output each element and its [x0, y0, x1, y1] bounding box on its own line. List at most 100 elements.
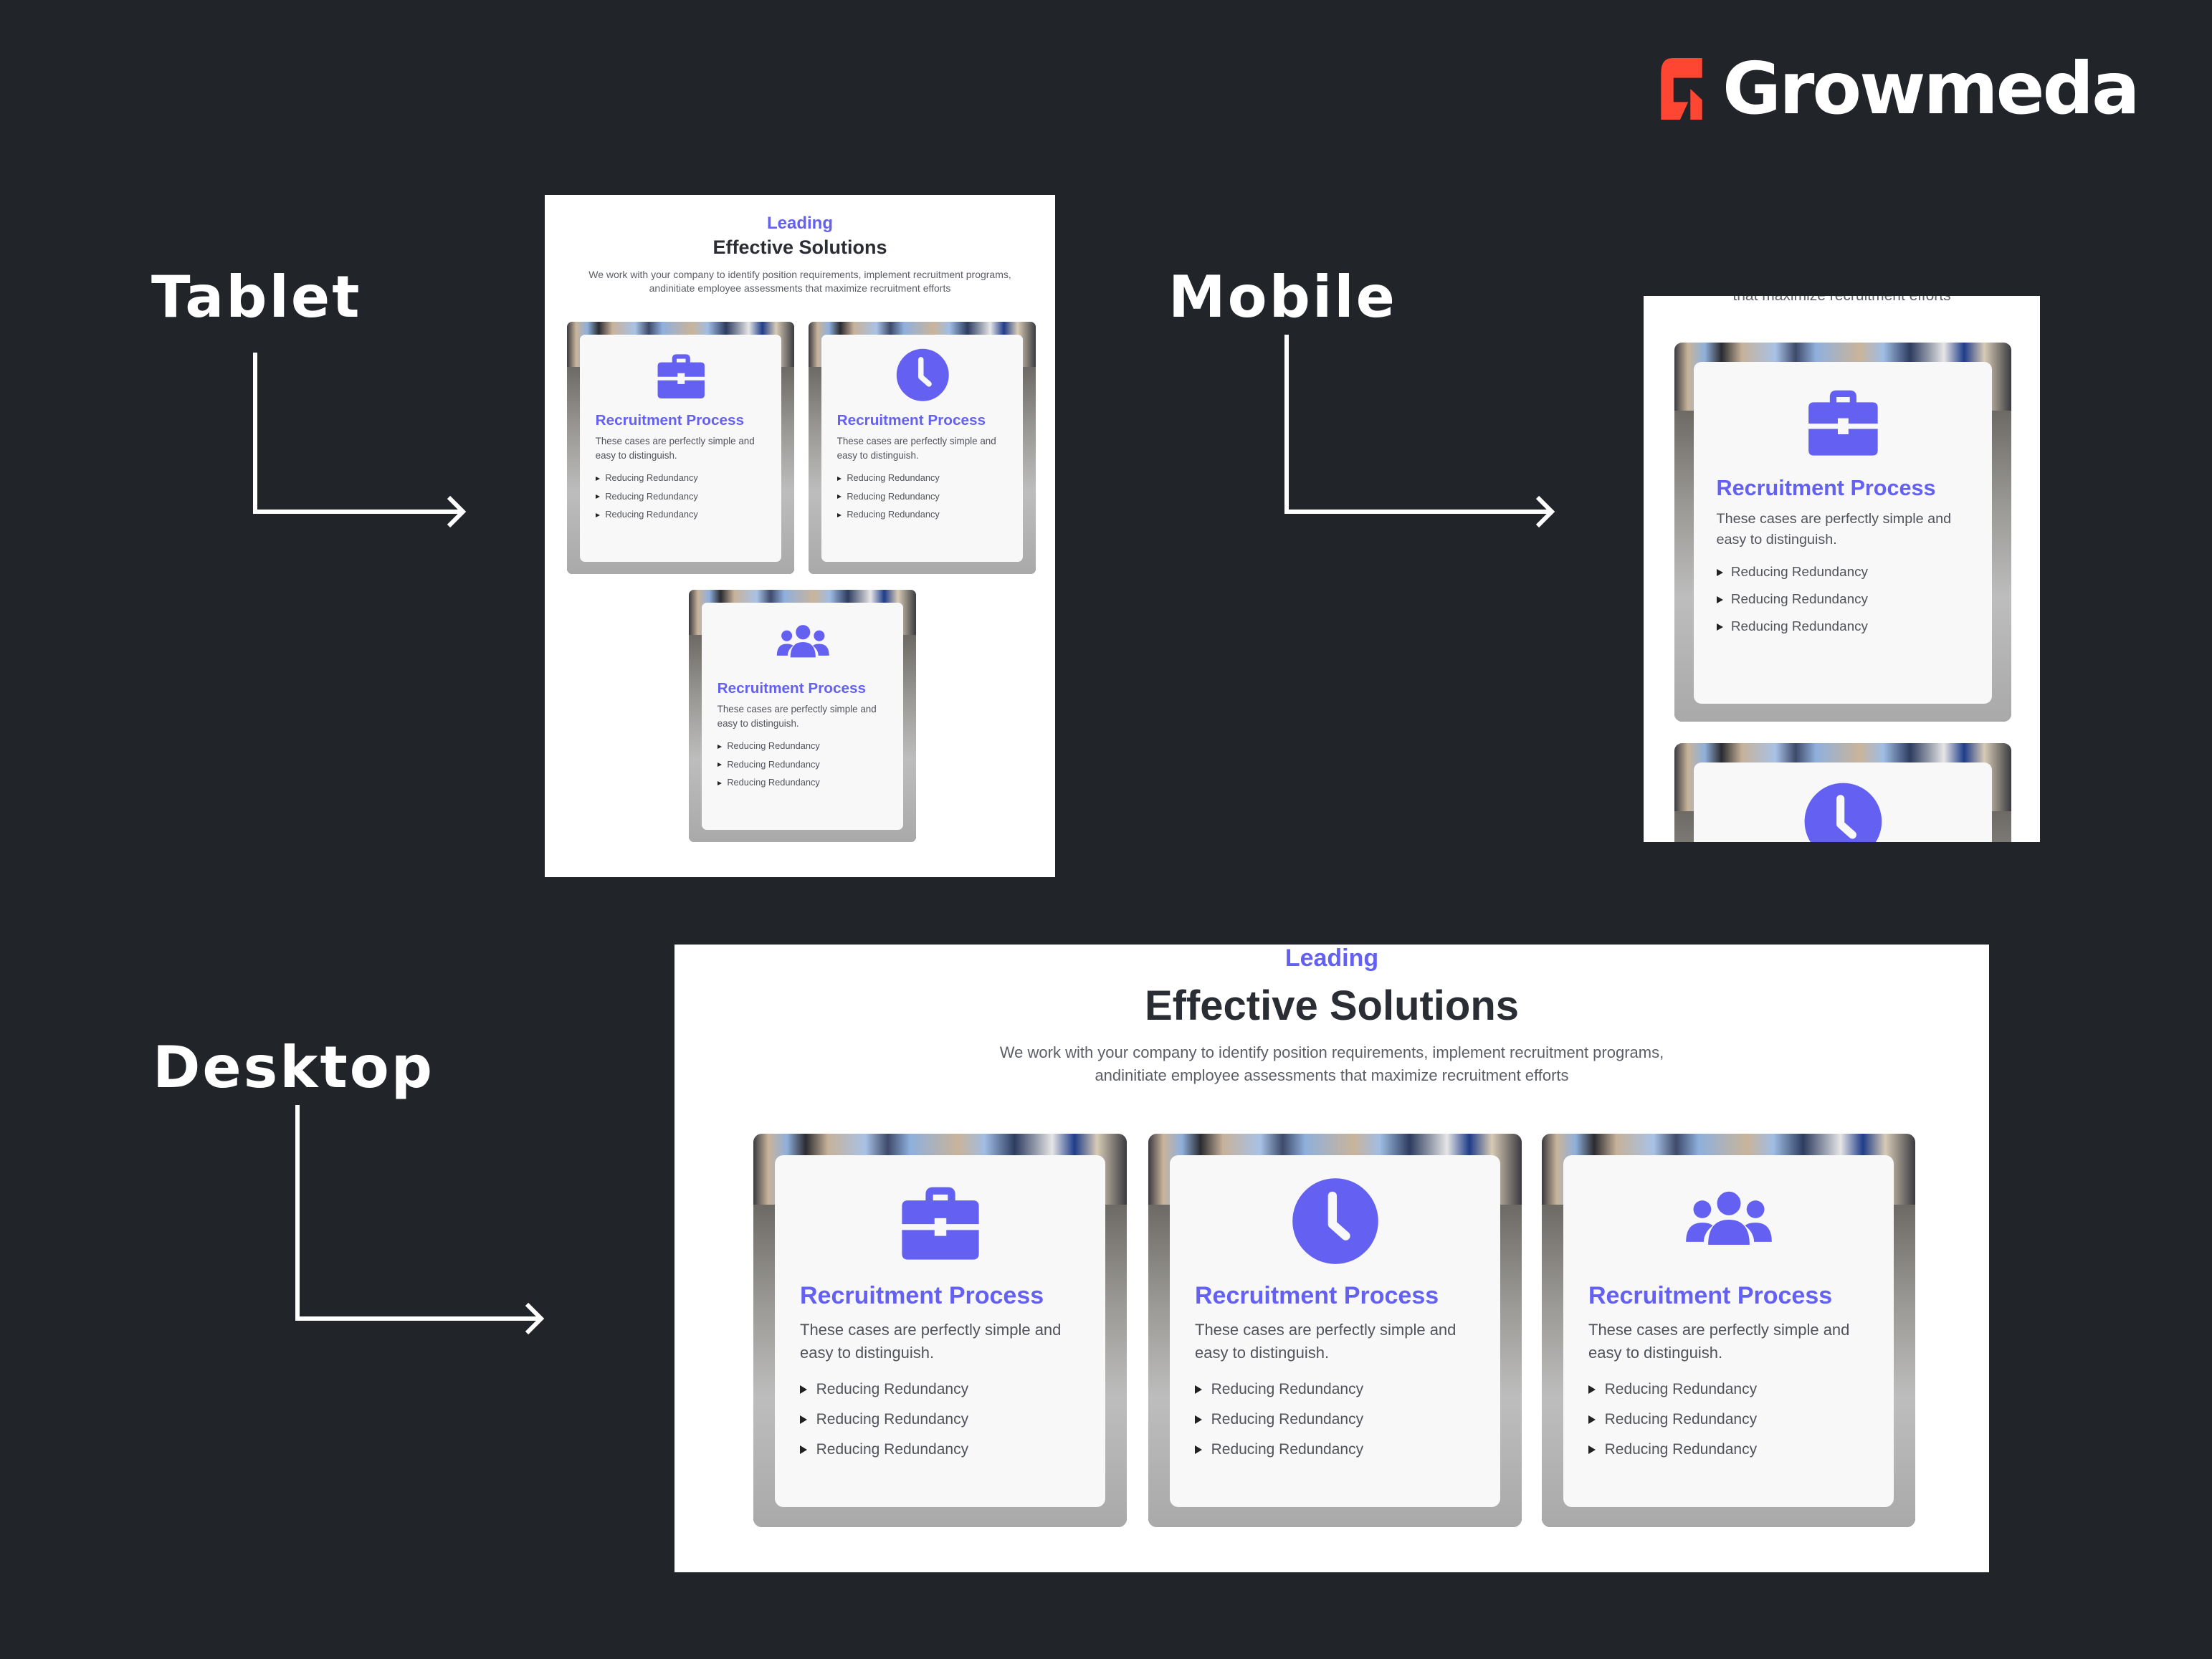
triangle-bullet-icon — [1195, 1415, 1202, 1425]
briefcase-icon — [652, 346, 710, 404]
bullet-text: Reducing Redundancy — [605, 472, 698, 483]
triangle-bullet-icon — [1716, 596, 1723, 603]
card-description: These cases are perfectly simple and eas… — [717, 704, 877, 729]
bullet-item: Reducing Redundancy — [595, 469, 766, 487]
triangle-bullet-icon — [836, 512, 842, 517]
triangle-bullet-icon — [1195, 1445, 1202, 1455]
bullet-item: Reducing Redundancy — [1588, 1405, 1869, 1435]
bullet-item: Reducing Redundancy — [1716, 586, 1970, 613]
clock-icon — [1801, 779, 1886, 842]
clock-icon — [1288, 1174, 1383, 1268]
recruitment-card — [1674, 743, 2011, 842]
bullet-item: Reducing Redundancy — [1588, 1435, 1869, 1465]
tablet-arrow-icon — [253, 353, 467, 528]
card-description: These cases are perfectly simple and eas… — [1195, 1320, 1457, 1362]
growmeda-logo: Growmeda — [1651, 53, 2140, 125]
desktop-preview: Leading Effective Solutions We work with… — [674, 945, 1989, 1572]
card-content — [1694, 762, 1992, 842]
leading-label: Leading — [1284, 945, 1379, 972]
card-title: Recruitment Process — [800, 1281, 1044, 1309]
triangle-bullet-icon — [1716, 568, 1723, 576]
bullet-item: Reducing Redundancy — [1195, 1405, 1476, 1435]
bullet-text: Reducing Redundancy — [727, 740, 820, 751]
card-description: These cases are perfectly simple and eas… — [595, 436, 755, 461]
subtitle-line-2: andinitiate employee assessments that ma… — [649, 282, 951, 294]
card-title: Recruitment Process — [717, 680, 867, 697]
triangle-bullet-icon — [836, 494, 842, 499]
subtitle-partial: that maximize recruitment efforts — [1644, 296, 2040, 305]
growmeda-logo-text: Growmeda — [1722, 47, 2140, 130]
bullet-text: Reducing Redundancy — [1730, 564, 1868, 580]
card-description: These cases are perfectly simple and eas… — [800, 1320, 1062, 1362]
bullet-text: Reducing Redundancy — [605, 509, 698, 520]
bullet-text: Reducing Redundancy — [605, 490, 698, 502]
bullet-item: Reducing Redundancy — [595, 487, 766, 506]
users-icon — [1682, 1174, 1776, 1268]
bullet-text: Reducing Redundancy — [816, 1410, 969, 1428]
triangle-bullet-icon — [1588, 1415, 1596, 1425]
triangle-bullet-icon — [800, 1385, 807, 1395]
triangle-bullet-icon — [595, 476, 600, 481]
bullet-item: Reducing Redundancy — [717, 755, 888, 774]
users-icon — [774, 614, 832, 672]
triangle-bullet-icon — [1716, 623, 1723, 631]
bullet-text: Reducing Redundancy — [816, 1380, 969, 1397]
triangle-bullet-icon — [800, 1445, 807, 1455]
desktop-arrow-icon — [295, 1105, 545, 1335]
bullet-item: Reducing Redundancy — [1195, 1374, 1476, 1405]
bullet-text: Reducing Redundancy — [1604, 1440, 1758, 1458]
desktop-label: Desktop — [153, 1034, 434, 1101]
triangle-bullet-icon — [1588, 1385, 1596, 1395]
clock-icon — [894, 346, 952, 404]
bullet-item: Reducing Redundancy — [717, 737, 888, 755]
tablet-label: Tablet — [151, 264, 362, 330]
mobile-label: Mobile — [1168, 264, 1397, 330]
section-title: Effective Solutions — [1144, 983, 1520, 1029]
bullet-text: Reducing Redundancy — [727, 758, 820, 770]
mobile-arrow-icon — [1284, 335, 1555, 528]
bullet-text: Reducing Redundancy — [847, 509, 940, 520]
triangle-bullet-icon — [800, 1415, 807, 1425]
triangle-bullet-icon — [717, 762, 722, 768]
subtitle-line-1: We work with your company to identify po… — [588, 269, 1011, 280]
bullet-item: Reducing Redundancy — [1716, 559, 1970, 586]
bullet-item: Reducing Redundancy — [836, 469, 1008, 487]
section-title: Effective Solutions — [712, 236, 887, 258]
bullet-item: Reducing Redundancy — [1195, 1435, 1476, 1465]
triangle-bullet-icon — [1588, 1445, 1596, 1455]
triangle-bullet-icon — [1195, 1385, 1202, 1395]
card-title: Recruitment Process — [1716, 476, 1936, 501]
bullet-item: Reducing Redundancy — [595, 505, 766, 524]
card-title: Recruitment Process — [1195, 1281, 1439, 1309]
card-title: Recruitment Process — [1588, 1281, 1833, 1309]
briefcase-icon — [1801, 378, 1886, 464]
bullet-item: Reducing Redundancy — [836, 505, 1008, 524]
bullet-text: Reducing Redundancy — [1730, 591, 1868, 607]
bullet-item: Reducing Redundancy — [836, 487, 1008, 506]
card-description: These cases are perfectly simple and eas… — [1588, 1320, 1850, 1362]
card-title: Recruitment Process — [836, 412, 986, 429]
bullet-text: Reducing Redundancy — [1730, 618, 1868, 634]
bullet-text: Reducing Redundancy — [1604, 1380, 1758, 1397]
card-description: These cases are perfectly simple and eas… — [1716, 510, 1952, 548]
leading-label: Leading — [766, 214, 833, 233]
subtitle-line-1: We work with your company to identify po… — [999, 1043, 1664, 1061]
bullet-text: Reducing Redundancy — [727, 777, 820, 788]
bullet-item: Reducing Redundancy — [800, 1435, 1081, 1465]
briefcase-icon — [893, 1174, 988, 1268]
triangle-bullet-icon — [717, 780, 722, 785]
